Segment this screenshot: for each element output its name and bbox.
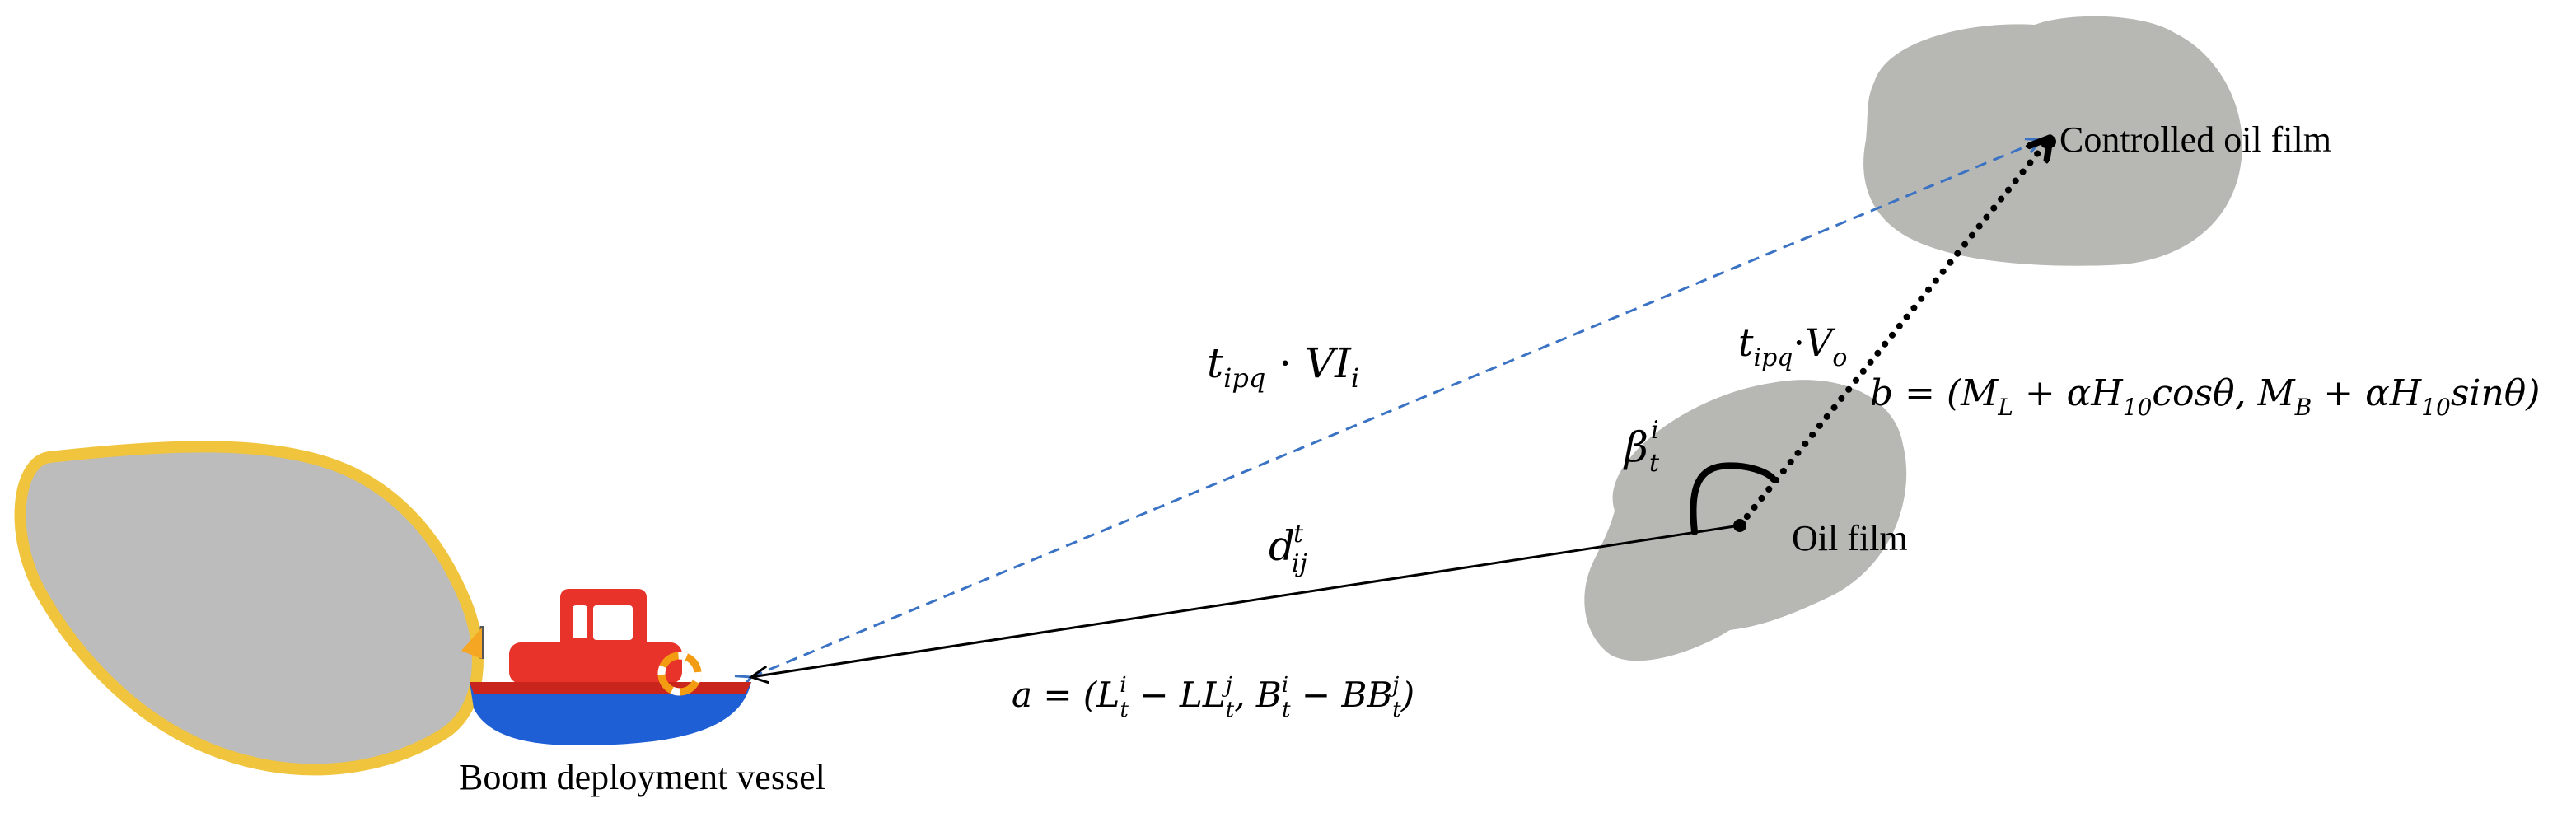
blue-path-formula: tipq · VIi: [1207, 339, 1359, 394]
boat-icon: [461, 589, 751, 745]
b-vector-formula: b = (ML + αH10cosθ, MB + αH10sinθ): [1870, 372, 2540, 421]
oil-film-label: Oil film: [1792, 518, 1908, 558]
oil-film-point: [1733, 519, 1746, 532]
controlled-oil-film-point: [2043, 135, 2056, 148]
dotted-drift-path: [1737, 138, 2050, 529]
controlled-oil-film-label: Controlled oil film: [2059, 119, 2331, 160]
vessel-label: Boom deployment vessel: [459, 757, 825, 797]
angle-arc: [1690, 462, 1777, 535]
blue-dashed-path: [734, 138, 2045, 691]
distance-line: [748, 524, 1741, 684]
dotted-path-formula: tipq·Vo: [1738, 320, 1847, 372]
distance-formula: d t ij: [1269, 504, 1316, 578]
shore-land: [14, 441, 484, 776]
angle-formula: β i t: [1623, 400, 1672, 478]
